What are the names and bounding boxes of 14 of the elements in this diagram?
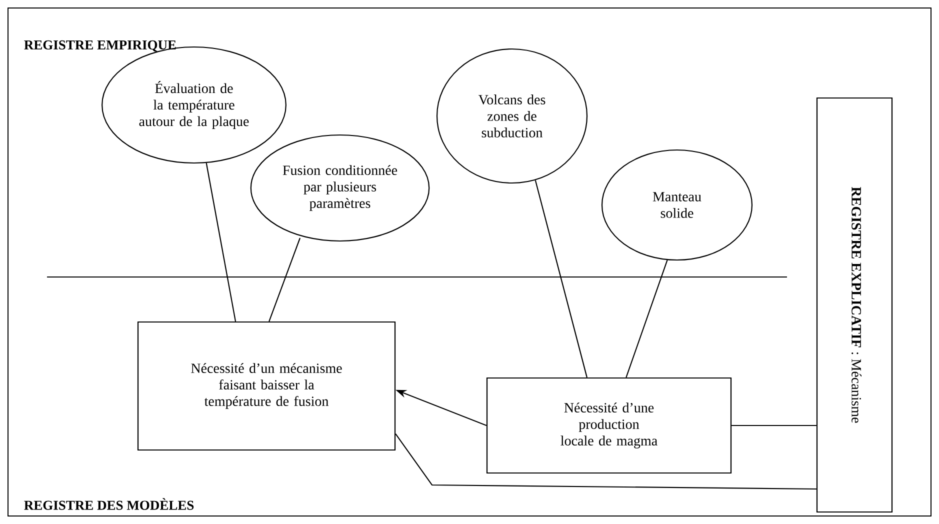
ellipse-node: Volcans des zones de subduction [436, 48, 588, 184]
connector-line [268, 238, 301, 322]
vertical-label: REGISTRE EXPLICATIF : Mécanisme [852, 186, 862, 423]
ellipse-node: Manteau solide [601, 149, 753, 261]
process-box: Nécessité d’une production locale de magma [486, 377, 732, 474]
vertical-box [816, 97, 893, 513]
connector-line [732, 424, 816, 426]
connector-line [626, 260, 668, 378]
ellipse-node: Fusion conditionnée par plusieurs paramètres [250, 134, 430, 242]
connector-line [206, 162, 236, 322]
connector-line [534, 180, 588, 378]
process-box: Nécessité d’un mécanisme faisant baisser la température de fusion [137, 321, 396, 451]
connector-line [395, 433, 816, 490]
section-heading: REGISTRE DES MODÈLES [24, 498, 194, 510]
